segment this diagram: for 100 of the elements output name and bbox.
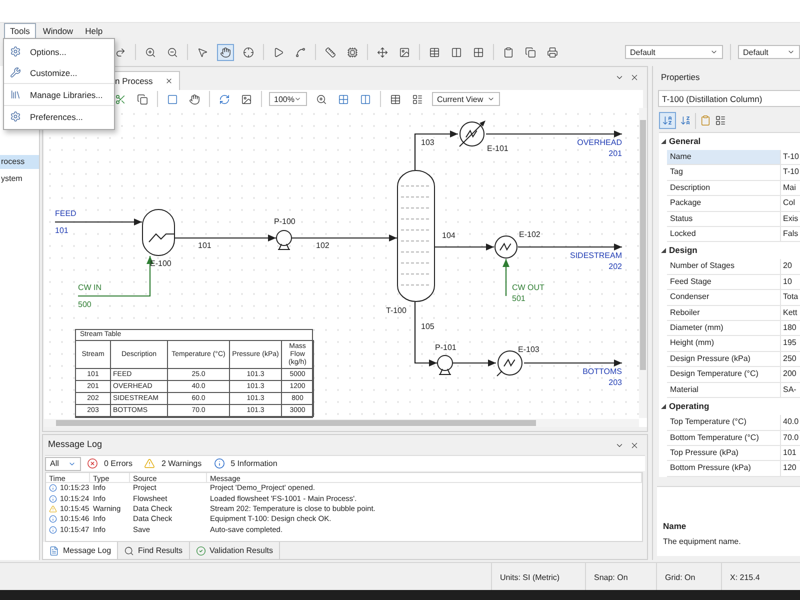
property-value: SA- — [781, 382, 800, 398]
stream-label: 202 — [608, 261, 622, 272]
filter-select: All — [45, 456, 81, 470]
property-name: Locked — [667, 227, 781, 242]
equipment-tag: E-102 — [519, 230, 540, 240]
property-name: Description — [667, 180, 781, 196]
stream-line — [414, 302, 437, 366]
pump-symbol — [276, 230, 292, 250]
distillation-column-symbol — [397, 170, 435, 302]
property-value: 10 — [781, 274, 800, 290]
stream-label: 201 — [608, 148, 622, 159]
property-name: Bottom Pressure (kPa) — [667, 461, 781, 477]
property-value: Exis — [781, 212, 800, 228]
property-value: 40.0 — [781, 415, 800, 430]
equipment-tag: T-100 — [386, 306, 406, 316]
stream-number: 102 — [315, 241, 330, 251]
heat-exchanger-symbol — [458, 120, 486, 148]
panel-tab: Message Log — [43, 542, 118, 559]
description-title: Name — [663, 521, 688, 531]
dropdown-select: Default — [738, 45, 800, 59]
dropdown-select: Default — [625, 45, 723, 59]
stream-label: CW OUT — [512, 282, 544, 293]
stream-label: 203 — [608, 377, 622, 388]
stream-label: 101 — [55, 225, 68, 236]
stream-label: SIDESTREAM — [570, 250, 622, 261]
menu-item: Help — [84, 24, 104, 38]
property-name: Tag — [667, 165, 781, 181]
stream-line — [435, 244, 494, 250]
heat-exchanger-symbol — [494, 235, 518, 259]
heat-exchanger-vessel-symbol — [142, 209, 175, 256]
stream-line — [453, 360, 496, 366]
property-value: Fals — [781, 227, 800, 242]
section-title: Operating — [668, 400, 710, 414]
menu-option: Preferences... — [4, 105, 114, 127]
stream-label: 500 — [78, 299, 92, 310]
equipment-tag: P-101 — [435, 343, 456, 353]
property-name: Top Pressure (kPa) — [667, 446, 781, 462]
panel-tab: Validation Results — [190, 542, 280, 559]
stream-number: 105 — [420, 322, 436, 332]
stream-number: 101 — [197, 241, 212, 251]
stream-line — [175, 234, 276, 242]
property-name: Reboiler — [667, 306, 781, 322]
stream-label: FEED — [55, 208, 76, 219]
equipment-tag: E-103 — [518, 345, 540, 355]
property-value: 195 — [781, 336, 800, 352]
property-value: 180 — [781, 321, 800, 336]
view-select: Current View — [432, 92, 500, 106]
property-value: T-10 — [781, 165, 800, 181]
property-name: Top Temperature (°C) — [667, 415, 781, 430]
property-value: T-10 — [781, 150, 800, 166]
property-name: Design Temperature (°C) — [667, 367, 781, 383]
property-name: Diameter (mm) — [667, 321, 781, 336]
property-name: Name — [667, 150, 781, 166]
property-value: 120 — [781, 461, 800, 477]
stream-number: 104 — [441, 231, 456, 241]
property-value: Tota — [781, 290, 800, 306]
property-value: 70.0 — [781, 430, 800, 446]
stream-line — [502, 259, 510, 296]
filter-label: 0 Errors — [104, 459, 132, 468]
property-value: 20 — [781, 259, 800, 275]
panel-tab: Find Results — [118, 542, 190, 559]
property-value: Col — [781, 196, 800, 212]
stream-label: OVERHEAD — [577, 137, 622, 148]
property-value: 250 — [781, 352, 800, 368]
equipment-tag: E-100 — [150, 259, 172, 269]
property-name: Height (mm) — [667, 336, 781, 352]
stream-label: 501 — [512, 293, 526, 304]
zoom-select: 100% — [269, 92, 307, 106]
property-value: 101 — [781, 446, 800, 462]
property-name: Bottom Temperature (°C) — [667, 430, 781, 446]
tree-item: rocess — [0, 155, 39, 169]
description-text: The equipment name. — [663, 537, 742, 546]
stream-number: 103 — [420, 138, 436, 148]
stream-label: BOTTOMS — [582, 366, 622, 377]
equipment-tag: P-100 — [274, 217, 296, 227]
section-title: Design — [668, 244, 698, 258]
stream-line — [518, 244, 622, 250]
filter-label: 5 Information — [230, 459, 278, 468]
stream-line — [524, 360, 622, 366]
property-name: Status — [667, 212, 781, 228]
property-name: Feed Stage — [667, 274, 781, 290]
property-name: Condenser — [667, 290, 781, 306]
section-title: General — [668, 135, 702, 148]
panel-title: Properties — [661, 72, 700, 82]
property-value: 200 — [781, 367, 800, 383]
stream-line — [414, 130, 458, 170]
property-name: Package — [667, 196, 781, 212]
pump-symbol — [437, 355, 453, 375]
panel-title: Message Log — [48, 439, 102, 449]
object-select: T-100 (Distillation Column) — [658, 90, 800, 107]
stream-line — [292, 234, 397, 242]
tree-item: ystem — [0, 173, 24, 185]
property-value: Mai — [781, 180, 800, 196]
property-name: Design Pressure (kPa) — [667, 352, 781, 368]
stream-label: CW IN — [78, 282, 102, 293]
stream-line — [486, 130, 622, 138]
stream-line — [55, 218, 142, 226]
equipment-tag: E-101 — [487, 144, 508, 154]
filter-label: 2 Warnings — [161, 459, 202, 468]
stream-line — [78, 256, 154, 297]
